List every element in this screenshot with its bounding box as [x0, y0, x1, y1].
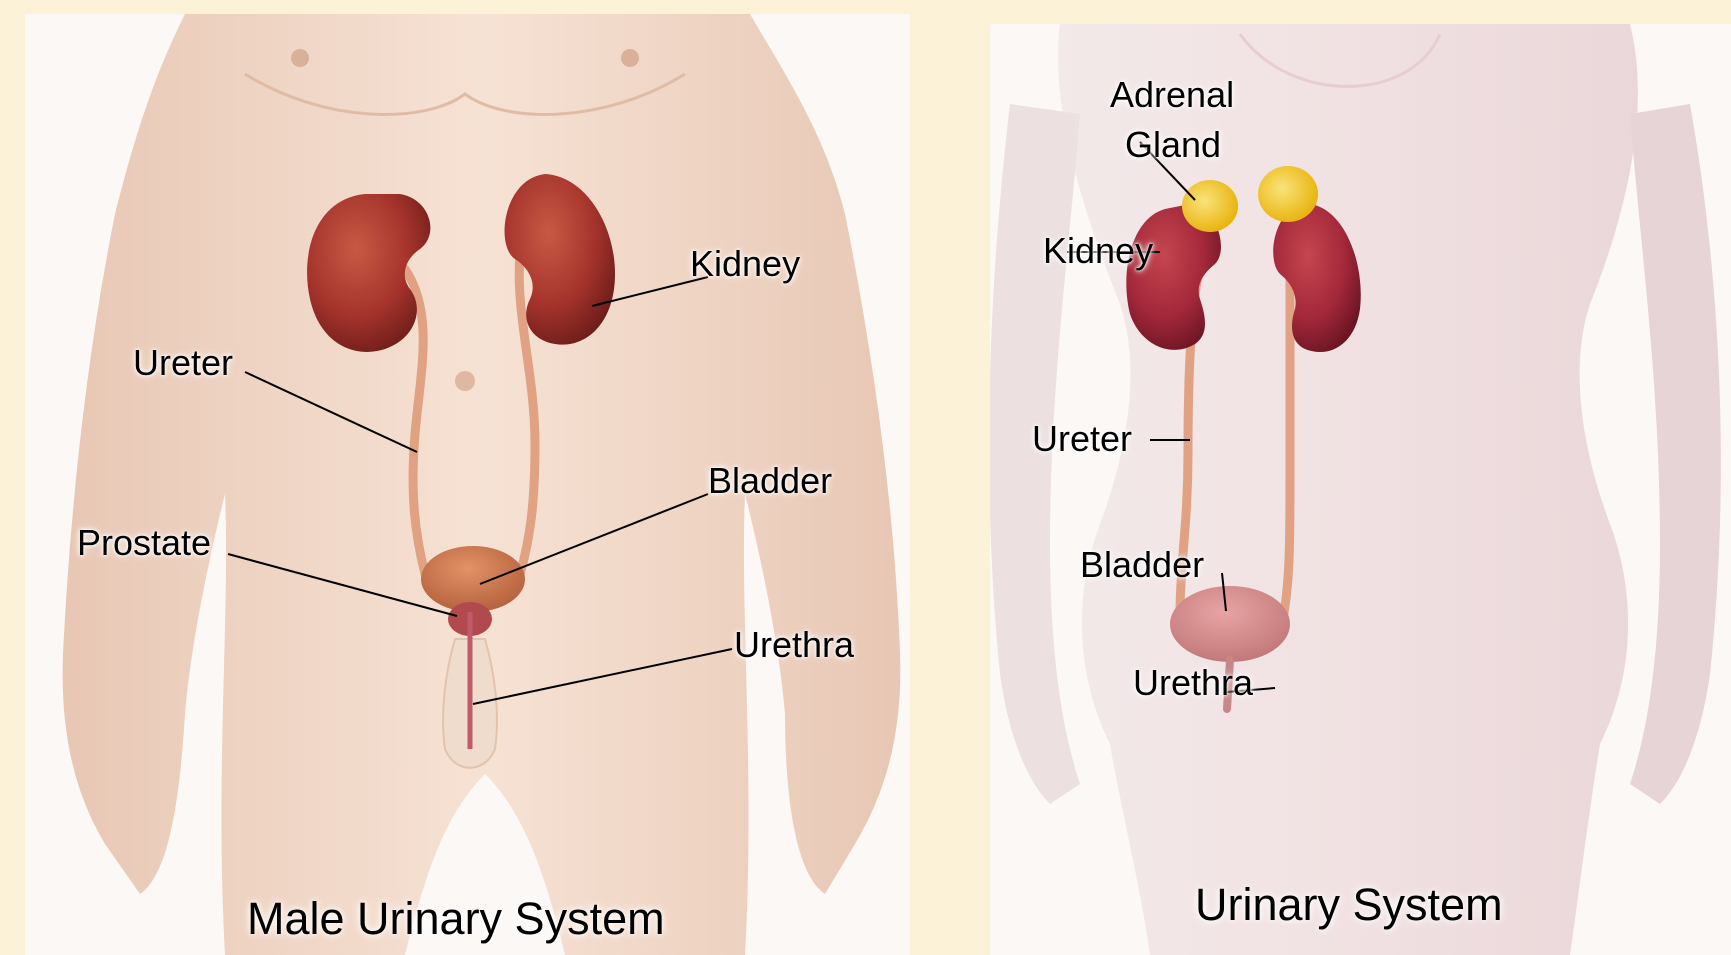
female-adrenal-label-line1: Adrenal [1110, 77, 1234, 113]
female-adrenal-right [1258, 166, 1318, 222]
male-bladder-label: Bladder [708, 463, 832, 499]
female-urinary-panel: Adrenal Gland Kidney Ureter Bladder Uret… [990, 24, 1731, 955]
female-bladder [1170, 586, 1290, 662]
female-kidney-label: Kidney [1043, 233, 1153, 269]
female-body-illustration [990, 24, 1731, 955]
female-urethra-label: Urethra [1133, 665, 1253, 701]
male-kidney-label: Kidney [690, 246, 800, 282]
male-urethra-label: Urethra [734, 627, 854, 663]
male-ureter-label: Ureter [133, 345, 233, 381]
male-bladder [421, 546, 525, 612]
female-ureter-label: Ureter [1032, 421, 1132, 457]
female-adrenal-left [1182, 180, 1238, 232]
female-adrenal-label-line2: Gland [1125, 127, 1221, 163]
male-urinary-panel: Kidney Ureter Bladder Prostate Urethra M… [25, 14, 910, 955]
female-bladder-label: Bladder [1080, 547, 1204, 583]
male-caption: Male Urinary System [247, 896, 665, 941]
female-caption: Urinary System [1195, 882, 1503, 927]
male-prostate-label: Prostate [77, 525, 211, 561]
